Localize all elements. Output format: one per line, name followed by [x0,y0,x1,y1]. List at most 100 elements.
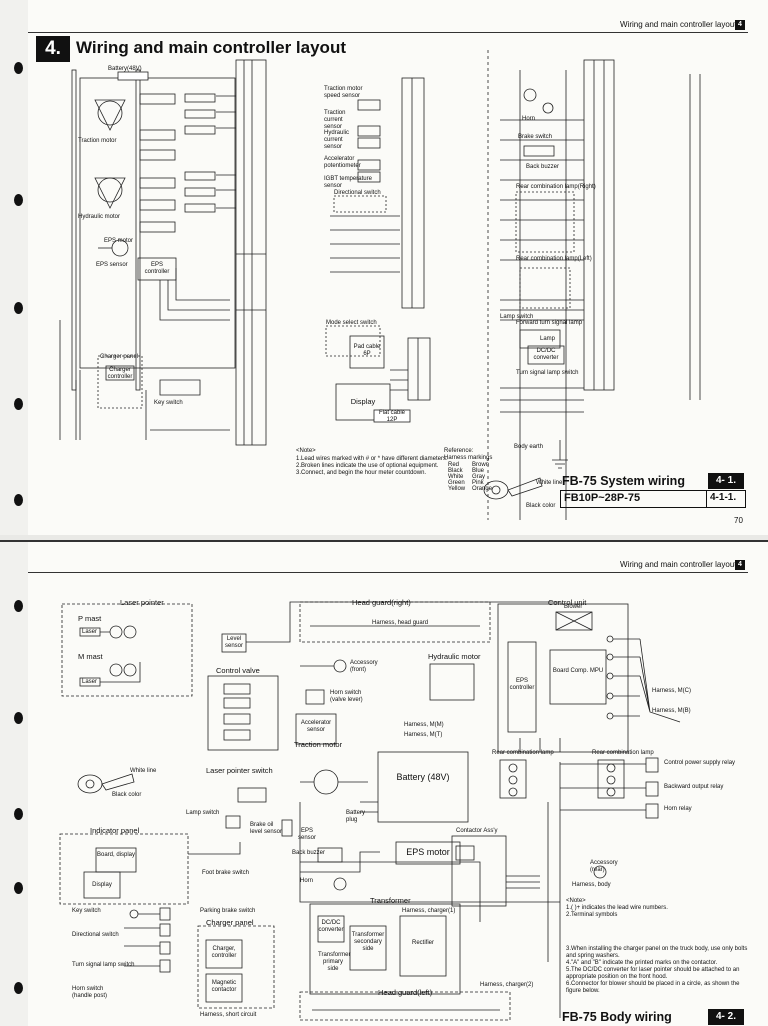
binder-hole [14,882,23,894]
label-backward-relay: Backward output relay [664,784,724,790]
label-board-display: Board, display [96,852,136,858]
label-harness-mb: Harness, M(B) [652,708,691,714]
label-control-power-relay: Control power supply relay [664,760,736,766]
label-laser: Laser [82,629,98,635]
label-p-mast: P mast [78,614,102,623]
reference-sub: Harness markings [444,455,493,461]
caption-title: FB-75 Body wiring [562,1010,672,1024]
page-number: 70 [734,516,743,525]
label-dcdc-converter: DC/DC converter [318,920,344,933]
label-harness-charger2: Harness, charger(2) [480,982,534,988]
running-header: Wiring and main controller layout [620,560,737,569]
note-line: 1.Lead wires marked with # or * have dif… [296,456,448,462]
system-wiring-schematic [59,50,701,520]
body-wiring-schematic [59,601,681,1021]
reference-heading: Reference: [444,448,474,454]
label-rear-lamp-right: Rear combination lamp(Right) [516,184,596,190]
label-black-color: Black color [526,503,556,509]
binder-hole [14,62,23,74]
binder-hole [14,194,23,206]
label-eps-controller: EPS controller [144,262,170,275]
label-body-earth: Body earth [514,444,544,450]
label-horn-switch-handle: Horn switch (handle post) [72,986,108,999]
label-level-sensor: Level sensor [224,636,243,649]
label-hydraulic-motor: Hydraulic motor [428,652,481,661]
sub-number: 4-1-1. [710,492,737,503]
label-eps-motor: EPS motor [406,847,450,857]
label-directional-switch: Directional switch [334,190,381,196]
caption-number: 4- 1. [708,473,744,489]
binder-hole [14,302,23,314]
note-line: 4."A" and "B" indicate the printed marks… [566,960,718,966]
running-header-section: 4 [735,560,745,570]
caption-number: 4- 2. [708,1009,744,1025]
label-lamp-switch: Lamp switch [186,810,220,816]
ref-color: Green [448,480,465,486]
binder-hole [14,494,23,506]
label-battery: Battery (48V) [396,772,450,782]
label-back-buzzer: Back buzzer [526,164,560,170]
label-charger-panel: Charger panel [100,354,139,360]
label-transformer: Transformer [370,896,411,905]
label-rear-lamp-left: Rear combination lamp(Left) [516,256,592,262]
label-accelerator-sensor: Accelerator sensor [300,720,332,733]
label-head-guard-left: Head guard(left) [378,988,433,997]
label-harness-charger1: Harness, charger(1) [402,908,456,914]
label-lamp: Lamp [540,336,556,342]
label-eps-sensor: EPS sensor [298,828,317,841]
label-eps-sensor: EPS sensor [96,262,128,268]
binder-hole [14,712,23,724]
label-rear-combination-lamp: Rear combination lamp [592,750,654,756]
binder-margin [0,0,28,535]
label-directional-switch: Directional switch [72,932,119,938]
label-display: Display [350,397,376,406]
label-rear-combination-lamp: Rear combination lamp [492,750,554,756]
label-hydraulic-current-sensor: Hydraulic current sensor [324,130,350,150]
label-hydraulic-motor: Hydraulic motor [78,214,121,220]
label-contactor-assy: Contactor Ass'y [456,828,498,834]
label-transformer-secondary: Transformer secondary side [351,932,385,952]
label-black-color: Black color [112,792,142,798]
label-horn: Horn [522,116,536,122]
label-white-line: White line [536,480,563,486]
label-foot-brake-switch: Foot brake switch [202,870,250,876]
label-head-guard-right: Head guard(right) [352,598,411,607]
label-laser-pointer: Laser pointer [120,598,164,607]
label-turn-signal-switch: Turn signal lamp switch [516,370,579,376]
note-line: 5.The DC/DC converter for laser pointer … [566,967,740,980]
label-lamp-switch: Lamp switch [500,314,534,320]
ref-color: Brown [472,462,490,468]
label-accessory-front: Accessory (front) [350,660,378,673]
label-brake-oil-level: Brake oil level sensor [250,822,283,835]
label-key-switch: Key switch [72,908,101,914]
header-rule [28,32,748,33]
label-traction-motor: Traction motor [78,138,117,144]
subnum-box [706,490,746,508]
label-magnetic-contactor: Magnetic contactor [211,980,237,993]
label-igbt-sensor: IGBT temperature sensor [324,176,372,189]
label-blower: Blower [564,604,583,610]
label-horn-relay: Horn relay [664,806,692,812]
ref-color: Orange [472,486,493,492]
binder-hole [14,982,23,994]
label-battery-plug: Battery plug [346,810,366,823]
label-traction-current-sensor: Traction current sensor [324,110,346,130]
binder-hole [14,808,23,820]
note-line: 2.Broken lines indicate the use of optio… [296,463,439,469]
section-number: 4. [36,36,70,62]
ref-color: Yellow [448,486,466,492]
label-mode-select-switch: Mode select switch [326,320,377,326]
model-label: FB10P~28P-75 [564,492,641,504]
ref-color: Gray [472,474,486,480]
label-harness-short-circuit: Harness, short circuit [200,1012,257,1018]
note-line: 1.( )+ indicates the lead wire numbers. [566,905,668,911]
label-brake-switch: Brake switch [518,134,553,140]
label-eps-motor: EPS motor [104,238,134,244]
label-battery: Battery(48V) [108,66,142,72]
label-turn-signal-switch: Turn signal lamp switch [72,962,135,968]
label-charger-controller: Charger controller [107,367,133,380]
note-line: 3.When installing the charger panel on t… [566,946,748,959]
label-laser: Laser [82,679,98,685]
ref-color: Blue [472,468,485,474]
label-back-buzzer: Back buzzer [292,850,326,856]
